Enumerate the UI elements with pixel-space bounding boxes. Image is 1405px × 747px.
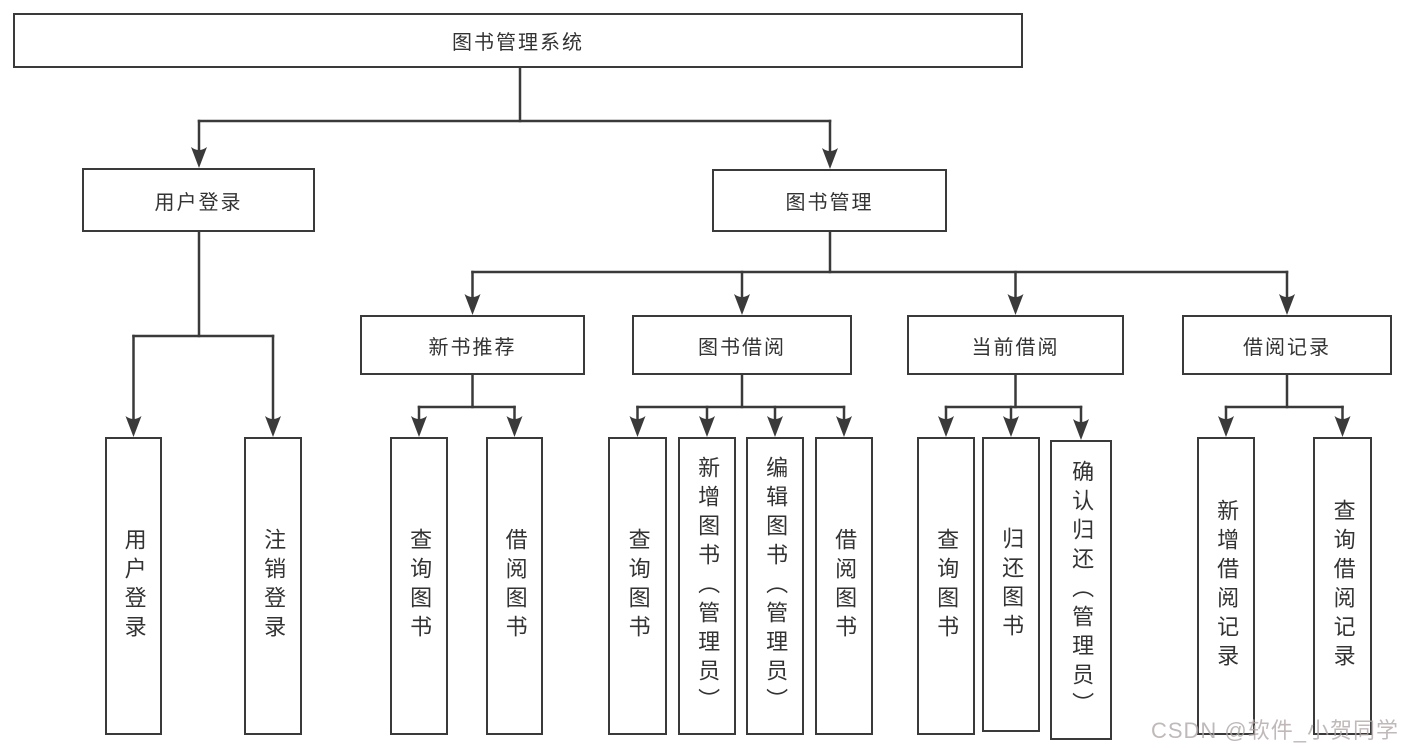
node-label: 借阅图书 bbox=[832, 528, 858, 644]
node-label: 查询图书 bbox=[625, 528, 651, 644]
arrowhead-br-query bbox=[1334, 416, 1351, 437]
node-current-borrowing: 当前借阅 bbox=[907, 315, 1124, 375]
leaf-confirm-return-admin: 确认归还（管理员） bbox=[1050, 440, 1112, 740]
leaf-query-books: 查询图书 bbox=[390, 437, 448, 735]
node-library-management-system: 图书管理系统 bbox=[13, 13, 1023, 68]
leaf-logout: 注销登录 bbox=[244, 437, 302, 735]
arrowhead-cb-return bbox=[1003, 416, 1019, 437]
node-borrowing-records: 借阅记录 bbox=[1182, 315, 1392, 375]
node-label: 查询借阅记录 bbox=[1330, 499, 1356, 673]
node-label: 新书推荐 bbox=[428, 336, 517, 359]
node-book-borrowing: 图书借阅 bbox=[632, 315, 852, 375]
arrowhead-nbr-query bbox=[411, 416, 427, 437]
node-label: 编辑图书（管理员） bbox=[763, 455, 789, 717]
leaf-borrow-books: 借阅图书 bbox=[486, 437, 543, 735]
arrowhead-cb-query bbox=[938, 416, 954, 437]
leaf-query-books: 查询图书 bbox=[917, 437, 975, 735]
arrowhead-user-login bbox=[191, 147, 207, 168]
arrowhead-br-add bbox=[1218, 416, 1234, 437]
arrowhead-bb-borrow bbox=[836, 416, 852, 437]
arrowhead-ul-logout bbox=[265, 416, 281, 437]
node-label: 注销登录 bbox=[261, 528, 287, 644]
node-label: 借阅图书 bbox=[502, 528, 528, 644]
node-label: 查询图书 bbox=[934, 528, 960, 644]
leaf-borrow-books: 借阅图书 bbox=[815, 437, 873, 735]
arrowhead-bb-add bbox=[699, 416, 715, 437]
node-label: 图书管理系统 bbox=[452, 32, 584, 54]
arrowhead-cb-confirm bbox=[1073, 419, 1089, 440]
node-label: 查询图书 bbox=[407, 528, 433, 644]
node-label: 用户登录 bbox=[154, 191, 243, 214]
node-label: 图书管理 bbox=[785, 192, 874, 214]
leaf-return-books: 归还图书 bbox=[982, 437, 1040, 732]
leaf-add-borrow-record: 新增借阅记录 bbox=[1197, 437, 1255, 735]
node-label: 用户登录 bbox=[121, 528, 147, 644]
arrowhead-borrow-records bbox=[1279, 294, 1295, 315]
leaf-add-books-admin: 新增图书（管理员） bbox=[678, 437, 736, 735]
leaf-query-borrow-record: 查询借阅记录 bbox=[1313, 437, 1372, 735]
arrowhead-ul-login bbox=[125, 416, 142, 437]
csdn-watermark: CSDN @软件_小贺同学 bbox=[1150, 718, 1399, 743]
arrowhead-book-mgmt bbox=[822, 148, 838, 169]
arrowhead-bb-edit bbox=[767, 416, 783, 437]
node-label: 确认归还（管理员） bbox=[1069, 459, 1095, 721]
node-label: 借阅记录 bbox=[1243, 336, 1331, 359]
arrowhead-new-book-rec bbox=[464, 294, 481, 315]
arrowhead-nbr-borrow bbox=[506, 416, 523, 437]
node-new-book-recommendation: 新书推荐 bbox=[360, 315, 585, 375]
node-book-management: 图书管理 bbox=[712, 169, 947, 232]
arrowhead-current-borrow bbox=[1007, 294, 1024, 315]
leaf-edit-books-admin: 编辑图书（管理员） bbox=[746, 437, 804, 735]
node-label: 归还图书 bbox=[999, 526, 1025, 643]
node-label: 当前借阅 bbox=[971, 336, 1060, 359]
arrowhead-book-borrow bbox=[734, 294, 750, 315]
leaf-query-books: 查询图书 bbox=[608, 437, 667, 735]
node-label: 新增图书（管理员） bbox=[695, 455, 721, 717]
node-label: 图书借阅 bbox=[698, 336, 786, 359]
leaf-user-login: 用户登录 bbox=[105, 437, 162, 735]
arrowhead-bb-query bbox=[629, 416, 646, 437]
node-user-login: 用户登录 bbox=[82, 168, 315, 232]
node-label: 新增借阅记录 bbox=[1214, 499, 1240, 673]
